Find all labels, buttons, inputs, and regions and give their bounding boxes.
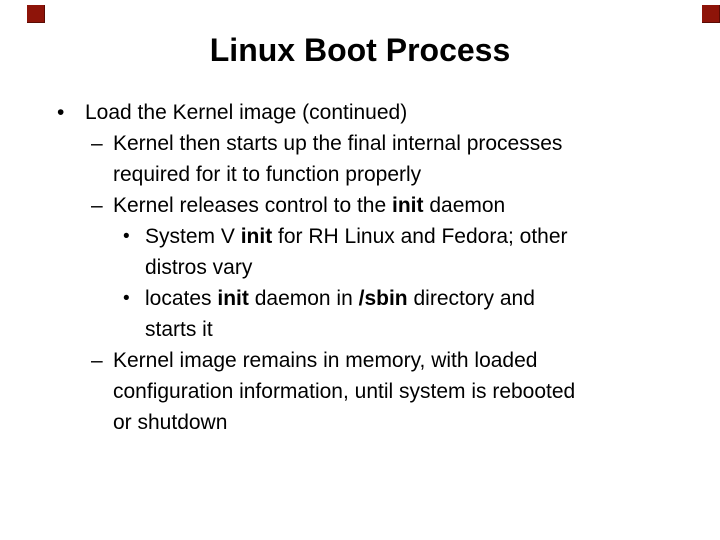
dash-icon: – xyxy=(91,132,103,155)
text-segment: directory and xyxy=(407,287,535,310)
bullet-line: or shutdown xyxy=(0,407,720,438)
bullet-icon: • xyxy=(123,288,130,309)
text-segment: Kernel releases control to the xyxy=(113,194,392,217)
dash-icon: – xyxy=(91,349,103,372)
bold-term: /sbin xyxy=(358,287,408,310)
bullet-line: distros vary xyxy=(0,252,720,283)
text-segment: System V xyxy=(145,225,241,248)
bold-term: init xyxy=(240,225,273,248)
text-segment: distros vary xyxy=(145,256,253,279)
bullet-line: • System V init for RH Linux and Fedora; … xyxy=(0,221,720,252)
bullet-list: •Load the Kernel image (continued)–Kerne… xyxy=(0,97,720,438)
text-segment: Kernel then starts up the final internal… xyxy=(113,132,563,155)
bullet-line: –Kernel image remains in memory, with lo… xyxy=(0,345,720,376)
bullet-line: –Kernel then starts up the final interna… xyxy=(0,128,720,159)
bullet-line: starts it xyxy=(0,314,720,345)
text-segment: or shutdown xyxy=(113,411,228,434)
slide-title: Linux Boot Process xyxy=(209,32,511,68)
text-segment: locates xyxy=(145,287,218,310)
bullet-line: –Kernel releases control to the init dae… xyxy=(0,190,720,221)
bullet-line: required for it to function properly xyxy=(0,159,720,190)
corner-square-top-right-icon xyxy=(702,5,720,23)
bold-term: init xyxy=(217,287,249,310)
bullet-line: configuration information, until system … xyxy=(0,376,720,407)
text-segment: Kernel image remains in memory, with loa… xyxy=(113,349,538,372)
bullet-icon: • xyxy=(57,101,65,124)
text-segment: daemon in xyxy=(248,287,359,310)
text-segment: required for it to function properly xyxy=(113,163,422,186)
bullet-icon: • xyxy=(123,226,130,247)
corner-square-top-left-icon xyxy=(27,5,45,23)
bullet-line: • Load the Kernel image (continued) xyxy=(0,97,720,128)
text-segment: for RH Linux and Fedora; other xyxy=(272,225,568,248)
bold-term: init xyxy=(392,194,424,217)
text-segment: starts it xyxy=(145,318,213,341)
dash-icon: – xyxy=(91,194,103,217)
text-segment: configuration information, until system … xyxy=(113,380,576,403)
bullet-line: • locates init daemon in /sbin directory … xyxy=(0,283,720,314)
text-segment: daemon xyxy=(423,194,506,217)
text-segment: Load the Kernel image (continued) xyxy=(85,101,408,124)
